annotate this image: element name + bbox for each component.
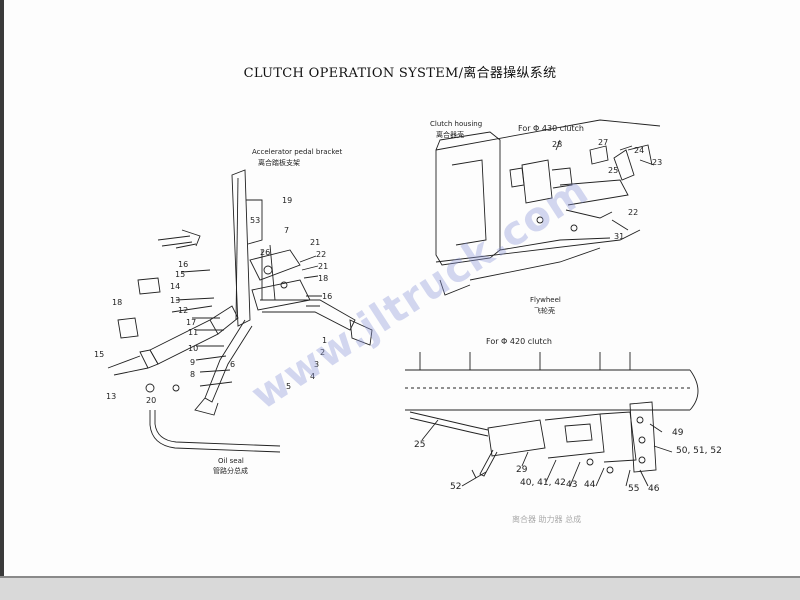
part-number: 7 (284, 226, 290, 235)
part-number: 11 (188, 328, 199, 337)
scan-left-edge (0, 0, 4, 600)
part-number: 53 (250, 216, 261, 225)
part-number: 21 (310, 238, 321, 247)
part-number: 4 (310, 372, 316, 381)
part-number: 14 (170, 282, 181, 291)
accelerator-pedal-bracket-label-cn: 离合踏板支架 (258, 159, 300, 167)
part-number: 17 (186, 318, 197, 327)
part-number: 18 (318, 274, 329, 283)
part-number: 9 (190, 358, 196, 367)
part-number: 25 (608, 166, 619, 175)
part-number: 13 (106, 392, 117, 401)
scan-bottom-line (0, 576, 800, 579)
part-number: 44 (584, 480, 596, 490)
clutch-housing-label-cn: 离合器壳 (436, 131, 464, 139)
part-number: 22 (628, 208, 639, 217)
for-420-clutch-label: For Φ 420 clutch (486, 337, 552, 346)
part-number: 18 (112, 298, 123, 307)
part-number: 40, 41, 42 (520, 478, 566, 488)
part-number: 13 (170, 296, 181, 305)
part-number: 2 (320, 348, 326, 357)
part-number: 26 (260, 248, 271, 257)
part-number: 52 (450, 482, 462, 492)
for-430-clutch-label: For Φ 430 clutch (518, 124, 584, 133)
part-number: 15 (175, 270, 186, 279)
oil-seal-label: Oil seal (218, 457, 244, 465)
part-number: 16 (178, 260, 189, 269)
part-number: 25 (414, 440, 426, 450)
flywheel-label-cn: 飞轮壳 (534, 307, 555, 315)
part-number: 12 (178, 306, 189, 315)
accelerator-pedal-bracket-label: Accelerator pedal bracket (252, 148, 343, 156)
part-number: 20 (146, 396, 157, 405)
part-number: 10 (188, 344, 199, 353)
part-number: 55 (628, 484, 640, 494)
part-number: 27 (598, 138, 609, 147)
part-number: 22 (316, 250, 327, 259)
part-number: 1 (322, 336, 328, 345)
scan-bottom-edge (0, 578, 800, 600)
faint-footer-text: 离合器 助力器 总成 (512, 515, 582, 524)
part-number: 31 (614, 232, 625, 241)
part-number: 16 (322, 292, 333, 301)
oil-seal-label-cn: 管路分总成 (213, 467, 248, 475)
part-number: 3 (314, 360, 320, 369)
part-number: 43 (566, 480, 578, 490)
page-title: CLUTCH OPERATION SYSTEM/离合器操纵系统 (243, 66, 557, 81)
clutch-housing-label: Clutch housing (430, 120, 483, 128)
part-number: 46 (648, 484, 660, 494)
part-number: 15 (94, 350, 105, 359)
part-number: 29 (516, 465, 528, 475)
part-number: 50, 51, 52 (676, 446, 722, 456)
part-number: 24 (634, 146, 645, 155)
part-number: 49 (672, 428, 684, 438)
part-number: 19 (282, 196, 293, 205)
part-number: 21 (318, 262, 329, 271)
part-number: 6 (230, 360, 236, 369)
part-number: 5 (286, 382, 292, 391)
flywheel-label: Flywheel (530, 296, 561, 304)
part-number: 23 (652, 158, 663, 167)
part-number: 28 (552, 140, 563, 149)
part-number: 8 (190, 370, 196, 379)
